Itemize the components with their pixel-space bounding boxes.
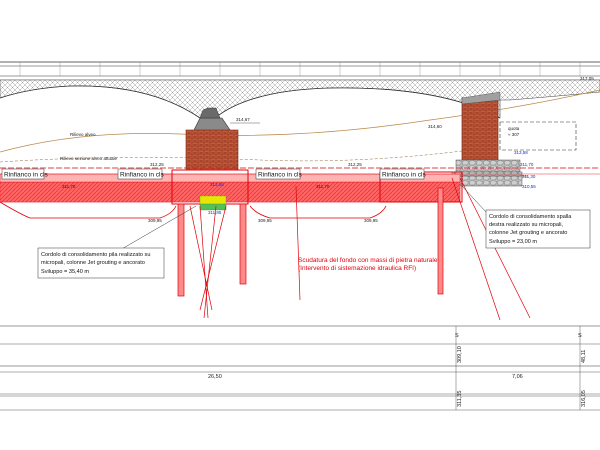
rinfianco-label-4: Rinfianco in cls [382,172,426,179]
abut-water-elev-4: 310,55 [522,184,536,189]
quota-label: quota [508,126,520,131]
section-box [499,121,577,151]
elev-bottom-1: 309,95 [148,218,162,223]
right-callout-line-2: destra realizzato su micropali, [489,222,563,228]
right-callout-line-1: Cordolo di consolidamento spalla [489,214,572,220]
red-note-line-2: (Intervento di sistemazione idraulica RF… [298,265,416,272]
elev-bottom-2: 309,95 [258,218,272,223]
quota-value: ≈ 307 [508,132,520,137]
pier-water-elev-1: 313,58 [210,182,224,187]
rinfianco-label-2: Rinfianco in cls [120,172,164,179]
terrain-line [0,89,600,153]
elev-bottom-3: 309,95 [364,218,378,223]
rinfianco-label-1: Rinfianco in cls [4,172,48,179]
pier-top-elev: 314,67 [236,117,250,122]
abut-water-marks: 313,58 311,70 311,30 310,55 [514,150,536,189]
central-pier [185,107,239,171]
elev-val-2: 311,35 [457,391,463,407]
micropiles [177,177,531,321]
rinfianco-labels: Rinfianco in cls Rinfianco in cls Rinfia… [1,168,426,180]
right-abutment [440,91,528,187]
elev-val-3: 48,11 [581,350,587,363]
arches [0,79,600,119]
right-callout: Cordolo di consolidamento spalla destra … [461,185,591,249]
abut-top-elev: 314,60 [428,124,442,129]
red-reinforcement-band [0,167,600,219]
left-callout: Cordolo di consolidamento pila realizzat… [37,205,197,279]
deck-right-elev: 317,05 [580,76,594,81]
col-right-label: S [578,333,582,339]
elev-val-1: 309,10 [457,346,463,363]
riverbank-note: Rilievo alveo [70,132,96,137]
left-callout-line-3: Sviluppo = 35,40 m [41,269,89,275]
rinfianco-label-3: Rinfianco in cls [258,172,302,179]
bridge-deck [0,61,600,81]
elev-base-mid3: 312,25 [348,162,362,167]
water-line [0,149,471,163]
left-callout-line-2: micropali, colonne Jet grouting e ancora… [41,260,145,266]
abut-water-elev-1: 313,58 [514,150,528,155]
dist-right: 7,06 [512,374,523,380]
right-callout-line-3: colonne Jet grouting e ancorato [489,230,567,236]
red-note-line-1: Scudatura del fondo con massi di pietra … [298,257,438,264]
elev-val-4: 316,05 [581,390,587,407]
elev-base-mid: 312,25 [150,162,164,167]
left-callout-line-1: Cordolo di consolidamento pila realizzat… [41,252,150,258]
red-note: Scudatura del fondo con massi di pietra … [298,257,438,272]
elev-base-left: 311,70 [62,184,76,189]
elev-base-mid2: 311,70 [316,184,330,189]
flow-note: Rilievo sezione alveo attuale [60,156,118,161]
col-left-label: S [455,333,459,339]
dimension-table: 26,50 7,06 S S 309,10 311,35 48,11 316,0… [0,325,600,411]
abut-water-elev-3: 311,30 [522,174,536,179]
right-callout-line-4: Sviluppo = 23,00 m [489,239,537,245]
dist-main: 26,50 [208,374,222,380]
abut-water-elev-2: 311,70 [520,162,534,167]
